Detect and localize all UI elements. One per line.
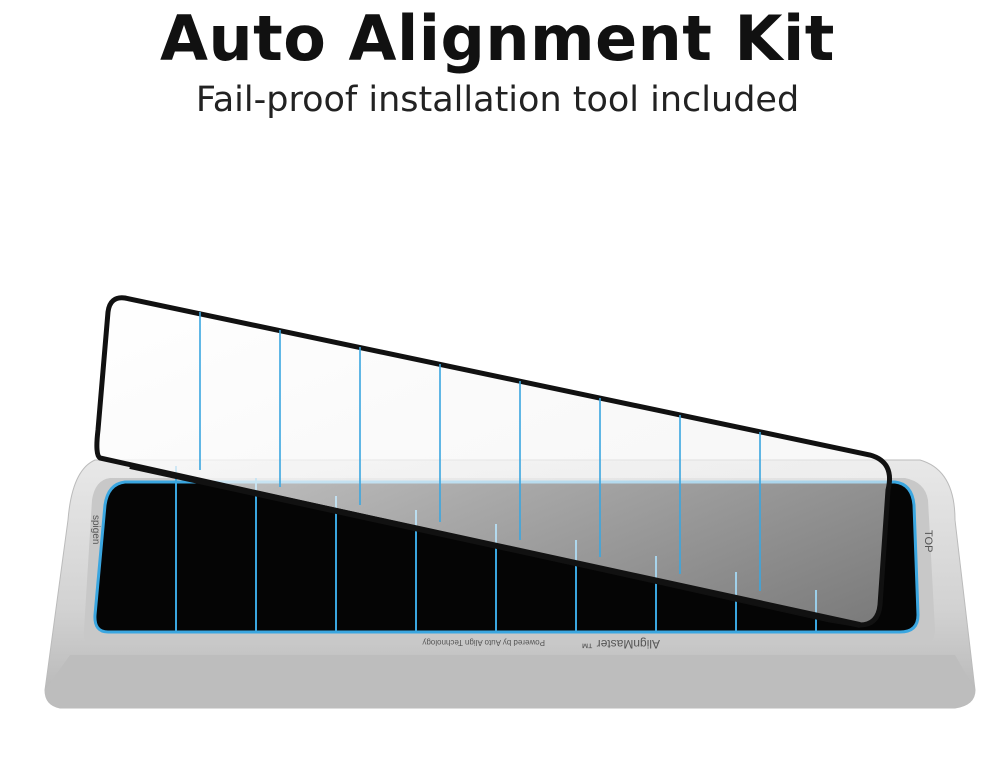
- glass-screen-protector: [94, 295, 892, 628]
- page-title: Auto Alignment Kit: [160, 2, 835, 75]
- product-label: AlignMaster ™: [581, 637, 660, 651]
- technology-label: Powered by Auto Align Technology: [422, 638, 545, 647]
- page-subtitle: Fail-proof installation tool included: [195, 80, 800, 120]
- brand-label: spigen: [90, 515, 101, 544]
- top-label: TOP: [922, 530, 934, 552]
